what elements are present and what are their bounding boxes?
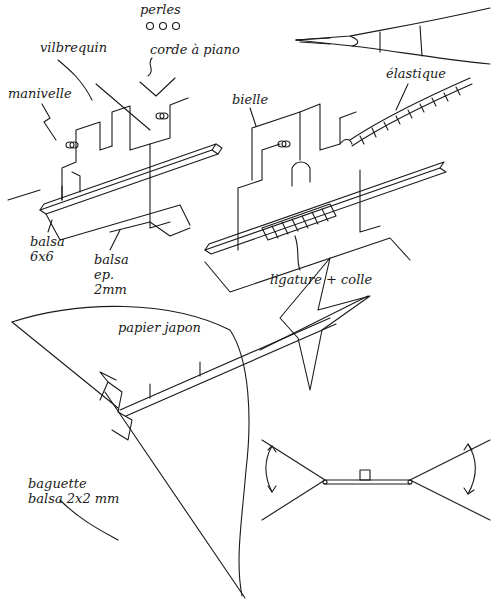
arrow-head bbox=[464, 444, 474, 494]
material-label: baguette balsa 2x2 mm bbox=[28, 476, 120, 506]
balsa-plate bbox=[8, 190, 190, 240]
bead bbox=[147, 23, 154, 30]
balsa-stick bbox=[205, 162, 446, 254]
stick-side bbox=[40, 150, 218, 214]
leader-line bbox=[148, 58, 152, 76]
crankshaft bbox=[62, 78, 188, 228]
lashing-hatch bbox=[272, 209, 328, 238]
connecting-rod bbox=[252, 112, 300, 180]
balsa-stick bbox=[40, 144, 222, 214]
crank-wire bbox=[300, 104, 340, 150]
wing-left bbox=[262, 440, 325, 520]
bearing-coil bbox=[160, 113, 168, 119]
crank-wire bbox=[150, 98, 188, 144]
crank-wire bbox=[340, 112, 356, 118]
pliers bbox=[296, 8, 490, 64]
stick-end bbox=[216, 144, 222, 154]
lashing bbox=[262, 204, 336, 240]
hinge bbox=[323, 480, 327, 484]
wire-post bbox=[150, 362, 200, 398]
plier-pivot bbox=[350, 36, 358, 46]
arrow-head bbox=[268, 446, 276, 492]
stick-top bbox=[40, 144, 216, 210]
rubber-band bbox=[340, 78, 472, 146]
part-label: élastique bbox=[386, 66, 466, 81]
rubber-strand bbox=[352, 84, 472, 146]
material-label: balsa 6x6 bbox=[30, 234, 70, 264]
fuselage bbox=[325, 480, 410, 484]
crank-wire bbox=[112, 106, 150, 176]
beads bbox=[147, 23, 180, 30]
stick-side bbox=[205, 168, 446, 254]
leader-line bbox=[60, 500, 118, 540]
bead bbox=[173, 23, 180, 30]
leader-line bbox=[295, 236, 300, 270]
support-wire bbox=[360, 170, 380, 232]
crank-box bbox=[100, 382, 132, 440]
wing-outline bbox=[12, 306, 249, 596]
bearing-coil bbox=[282, 141, 290, 147]
plier-handle bbox=[296, 8, 490, 40]
hinge bbox=[408, 480, 412, 484]
ornithopter bbox=[12, 258, 370, 598]
rubber-strand bbox=[260, 296, 368, 350]
material-label: papier japon bbox=[118, 320, 228, 335]
lashing-block bbox=[262, 204, 336, 270]
balsa-plate bbox=[205, 238, 410, 292]
crank-wire bbox=[100, 372, 116, 382]
material-label: balsa ep. 2mm bbox=[94, 252, 150, 297]
bearing-loop bbox=[292, 162, 310, 186]
crank-wire bbox=[238, 144, 280, 250]
wing-right bbox=[410, 440, 490, 520]
rubber-hook bbox=[340, 140, 352, 145]
flap-arrow bbox=[266, 446, 272, 492]
part-label: perles bbox=[140, 2, 210, 17]
plier-grip bbox=[380, 26, 422, 56]
leader-line bbox=[42, 104, 56, 140]
wing-spar bbox=[105, 392, 245, 598]
note-label: ligature + colle bbox=[270, 272, 410, 287]
crank-box bbox=[360, 470, 370, 480]
leader-line bbox=[396, 84, 408, 110]
part-label: bielle bbox=[232, 92, 292, 107]
bearing-coil bbox=[70, 142, 78, 148]
part-label: vilbrequin bbox=[40, 40, 130, 55]
support-wire bbox=[62, 172, 80, 200]
part-label: manivelle bbox=[8, 86, 88, 101]
front-view bbox=[262, 440, 490, 520]
stick-top bbox=[205, 162, 444, 250]
crank-wire bbox=[62, 122, 112, 200]
plier-jaw bbox=[296, 38, 330, 44]
leader-line bbox=[250, 108, 256, 126]
crank-arm bbox=[96, 78, 175, 130]
rubber-twist bbox=[360, 87, 460, 144]
bead bbox=[160, 23, 167, 30]
rubber-strand bbox=[350, 78, 470, 140]
crankshaft bbox=[238, 104, 356, 250]
support-wire bbox=[150, 176, 170, 228]
part-label: corde à piano bbox=[150, 42, 260, 57]
flap-arrow bbox=[468, 444, 476, 494]
